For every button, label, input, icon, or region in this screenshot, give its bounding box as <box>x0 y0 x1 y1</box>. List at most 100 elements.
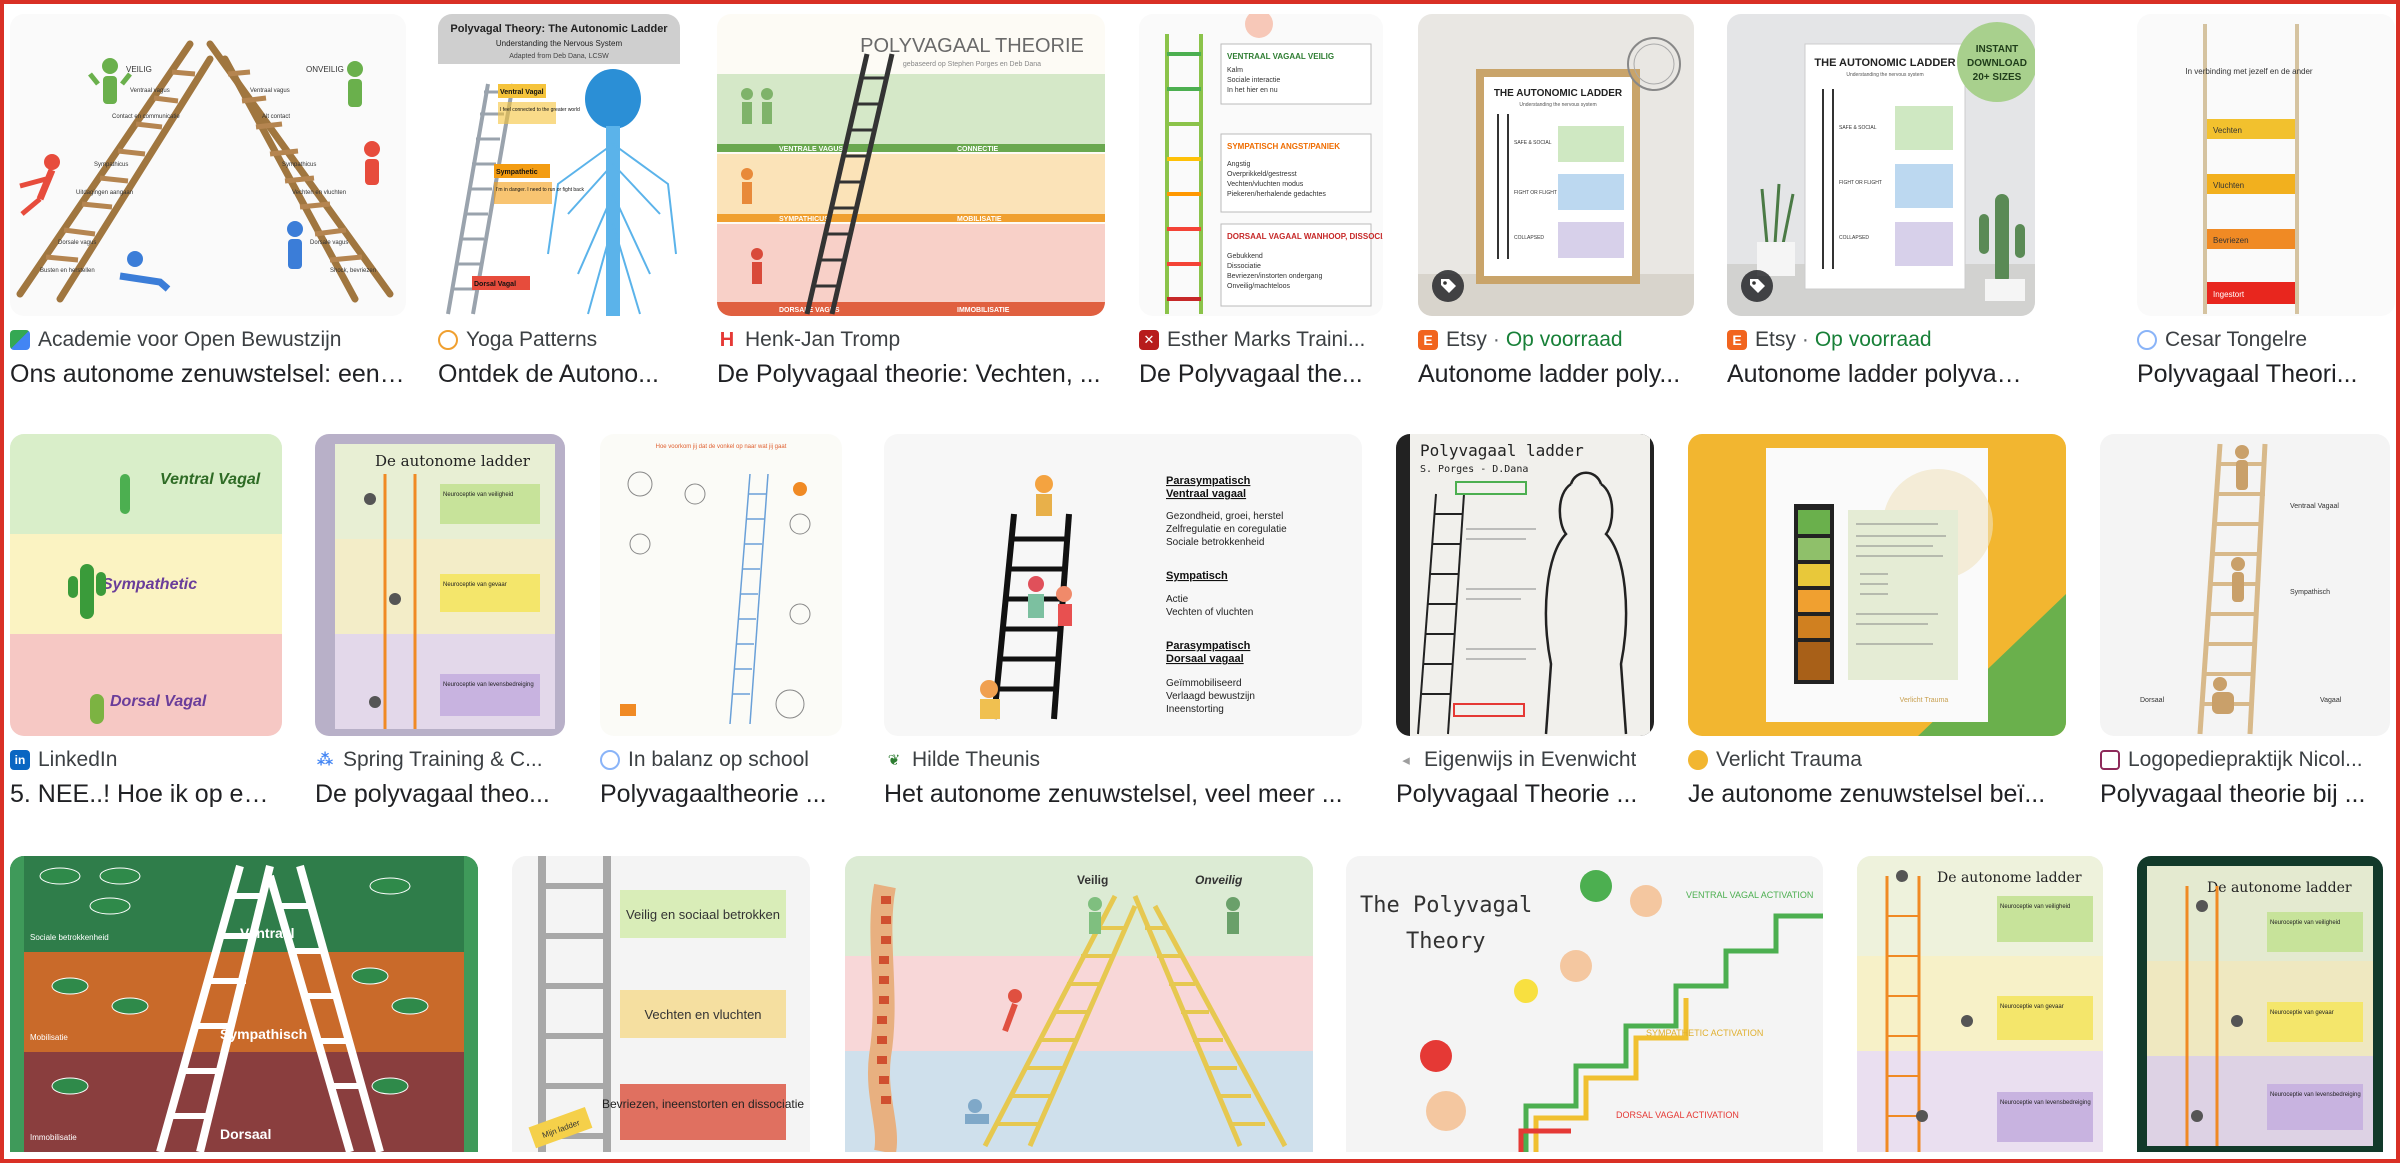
ladder-step-label: Shock, bevriezen <box>330 268 376 274</box>
result-thumbnail[interactable]: Verlicht Trauma <box>1688 434 2066 736</box>
result-title[interactable]: Autonome ladder polyvagale t... <box>1727 360 2035 388</box>
image-result[interactable]: Polyvagal Theory: The Autonomic Ladder U… <box>438 14 680 390</box>
sun-icon <box>1688 750 1708 770</box>
image-result[interactable]: In verbinding met jezelf en de ander Vec… <box>2137 14 2395 390</box>
result-title[interactable]: De Polyvagaal theorie: Vechten, ... <box>717 360 1101 388</box>
result-source[interactable]: LinkedIn <box>38 748 118 771</box>
band-label: CONNECTIE <box>957 146 999 153</box>
result-thumbnail[interactable]: De autonome ladder Neuroceptie van veili… <box>1857 856 2103 1152</box>
image-result[interactable]: VENTRAAL VAGAAL VEILIG Kalm Sociale inte… <box>1139 14 1383 390</box>
image-result[interactable]: De autonome ladder Neuroceptie van veili… <box>2137 856 2383 1152</box>
result-title[interactable]: Polyvagaal theorie bij ... <box>2100 780 2366 808</box>
onveilig-label: ONVEILIG <box>306 65 344 74</box>
zone-footer: Sociale betrokkenheid <box>30 933 109 942</box>
image-result[interactable]: Polyvagaal ladder S. Porges - D.Dana ◂ Ei… <box>1396 434 1654 810</box>
image-result[interactable]: Veilig en sociaal betrokken Vechten en v… <box>512 856 810 1152</box>
result-thumbnail[interactable]: De autonome ladder Neuroceptie van veili… <box>315 434 565 736</box>
box-line: Dissociatie <box>1227 263 1261 270</box>
block-line: Zelfregulatie en coregulatie <box>1166 524 1287 535</box>
result-thumbnail[interactable]: Parasympatisch Ventraal vagaal Gezondhei… <box>884 434 1362 736</box>
image-result[interactable]: De autonome ladder Neuroceptie van veili… <box>1857 856 2103 1152</box>
result-source[interactable]: Cesar Tongelre <box>2165 328 2308 351</box>
image-result[interactable]: The Polyvagal Theory VENTRAL VAGAL ACTIV… <box>1346 856 1823 1152</box>
box-heading: DORSAAL VAGAAL WANHOOP, DISSOCIATIE <box>1227 232 1383 241</box>
result-thumbnail[interactable]: Ventraal Vagaal Sympathisch Dorsaal Vaga… <box>2100 434 2390 736</box>
result-source[interactable]: Logopediepraktijk Nicol... <box>2128 748 2363 771</box>
image-result[interactable]: THE AUTONOMIC LADDER Understanding the n… <box>1727 14 2035 390</box>
result-source[interactable]: Hilde Theunis <box>912 748 1041 771</box>
result-title[interactable]: Polyvagaal Theorie ... <box>1396 780 1638 808</box>
bird-icon: ◂ <box>1396 750 1416 770</box>
zone-label: Ventraal <box>240 925 294 941</box>
result-thumbnail[interactable]: The Polyvagal Theory VENTRAL VAGAL ACTIV… <box>1346 856 1823 1152</box>
blue-figure <box>287 221 303 269</box>
h-icon: H <box>717 329 737 351</box>
ladder-note: Neuroceptie van levensbedreiging <box>2270 1092 2361 1098</box>
image-result[interactable]: Veilig Onveilig <box>845 856 1313 1152</box>
result-thumbnail[interactable]: THE AUTONOMIC LADDER Understanding the n… <box>1727 14 2035 316</box>
box-line: Overprikkeld/gestresst <box>1227 171 1297 178</box>
result-source[interactable]: Henk-Jan Tromp <box>745 328 901 351</box>
result-source[interactable]: In balanz op school <box>628 748 809 771</box>
ladder-note: Neuroceptie van gevaar <box>2000 1004 2064 1010</box>
availability-label: Op voorraad <box>1814 328 1932 351</box>
image-result[interactable]: Hoe voorkom jij dat de vonkel op naar wa… <box>600 434 842 810</box>
result-title[interactable]: 5. NEE..! Hoe ik op een... <box>10 780 282 808</box>
rung-label: Ingestort <box>2213 290 2245 299</box>
result-title[interactable]: Het autonome zenuwstelsel, veel meer ... <box>884 780 1343 808</box>
image-result[interactable]: Verlicht Trauma Verlicht Trauma Je auton… <box>1688 434 2066 810</box>
result-thumbnail[interactable]: In verbinding met jezelf en de ander Vec… <box>2137 14 2395 316</box>
etsy-icon: E <box>1418 330 1438 350</box>
result-thumbnail[interactable]: VENTRAAL VAGAAL VEILIG Kalm Sociale inte… <box>1139 14 1383 316</box>
result-source[interactable]: Esther Marks Traini... <box>1167 328 1366 351</box>
result-thumbnail[interactable]: De autonome ladder Neuroceptie van veili… <box>2137 856 2383 1152</box>
result-source[interactable]: Spring Training & C... <box>343 748 543 771</box>
cactus-states-illustration: Ventral Vagal Sympathetic Dorsal Vagal <box>10 434 282 736</box>
image-result[interactable]: De autonome ladder Neuroceptie van veili… <box>315 434 565 810</box>
image-result[interactable]: Ventraal Sympathisch Dorsaal Sociale bet… <box>10 856 478 1152</box>
result-title[interactable]: De polyvagaal theo... <box>315 780 550 808</box>
infographic-heading: De autonome ladder <box>375 452 531 470</box>
result-source[interactable]: Yoga Patterns <box>466 328 598 351</box>
result-title[interactable]: Je autonome zenuwstelsel beï... <box>1688 780 2046 808</box>
infographic-heading: De autonome ladder <box>1937 870 2082 886</box>
result-title[interactable]: Ons autonome zenuwstelsel: een ... <box>10 360 406 388</box>
ladder-step-label: Ventraal vagus <box>250 88 290 94</box>
result-title[interactable]: De Polyvagaal the... <box>1139 360 1363 388</box>
state-label: Sympathisch <box>2290 589 2330 596</box>
image-result[interactable]: Ventraal vagus Contact en communicatie S… <box>10 14 406 390</box>
result-title[interactable]: Ontdek de Autono... <box>438 360 659 388</box>
result-thumbnail[interactable]: Polyvagal Theory: The Autonomic Ladder U… <box>438 14 680 316</box>
result-thumbnail[interactable]: Ventraal Sympathisch Dorsaal Sociale bet… <box>10 856 478 1152</box>
zone-footer: Mobilisatie <box>30 1033 68 1042</box>
result-title[interactable]: Polyvagaaltheorie ... <box>600 780 827 808</box>
result-thumbnail[interactable]: POLYVAGAAL THEORIE gebaseerd op Stephen … <box>717 14 1105 316</box>
result-title[interactable]: Polyvagaal Theori... <box>2137 360 2358 388</box>
result-thumbnail[interactable]: Ventraal vagus Contact en communicatie S… <box>10 14 406 316</box>
result-thumbnail[interactable]: Hoe voorkom jij dat de vonkel op naar wa… <box>600 434 842 736</box>
sympathetic-label: Sympathetic <box>496 169 538 176</box>
result-thumbnail[interactable]: THE AUTONOMIC LADDER Understanding the n… <box>1418 14 1694 316</box>
brand-text: Verlicht Trauma <box>1900 697 1949 704</box>
box-line: Onveilig/machteloos <box>1227 283 1291 290</box>
result-thumbnail[interactable]: Ventral Vagal Sympathetic Dorsal Vagal <box>10 434 282 736</box>
result-thumbnail[interactable]: Polyvagaal ladder S. Porges - D.Dana <box>1396 434 1654 736</box>
image-result[interactable]: THE AUTONOMIC LADDER Understanding the n… <box>1418 14 1694 390</box>
result-source[interactable]: Academie voor Open Bewustzijn <box>38 328 342 351</box>
image-result[interactable]: Parasympatisch Ventraal vagaal Gezondhei… <box>884 434 1362 810</box>
result-source[interactable]: Eigenwijs in Evenwicht <box>1424 748 1637 771</box>
three-zone-ladder-illustration: Ventraal Sympathisch Dorsaal Sociale bet… <box>10 856 478 1152</box>
result-source[interactable]: Verlicht Trauma <box>1716 748 1862 771</box>
autonome-ladder-photo-illustration: De autonome ladder Neuroceptie van veili… <box>2147 866 2373 1146</box>
result-source[interactable]: Etsy <box>1446 328 1487 351</box>
image-result[interactable]: POLYVAGAAL THEORIE gebaseerd op Stephen … <box>717 14 1105 390</box>
result-source[interactable]: Etsy <box>1755 328 1796 351</box>
image-result[interactable]: Ventraal Vagaal Sympathisch Dorsaal Vaga… <box>2100 434 2390 810</box>
image-result[interactable]: Ventral Vagal Sympathetic Dorsal Vagal i… <box>10 434 282 810</box>
linkedin-icon: in <box>10 750 30 770</box>
ladder-step-label: Busten en herstellen <box>40 268 95 274</box>
result-thumbnail[interactable]: Veilig en sociaal betrokken Vechten en v… <box>512 856 810 1152</box>
result-thumbnail[interactable]: Veilig Onveilig <box>845 856 1313 1152</box>
result-title[interactable]: Autonome ladder poly... <box>1418 360 1681 388</box>
infographic-heading: Polyvagal Theory: The Autonomic Ladder <box>450 23 668 35</box>
